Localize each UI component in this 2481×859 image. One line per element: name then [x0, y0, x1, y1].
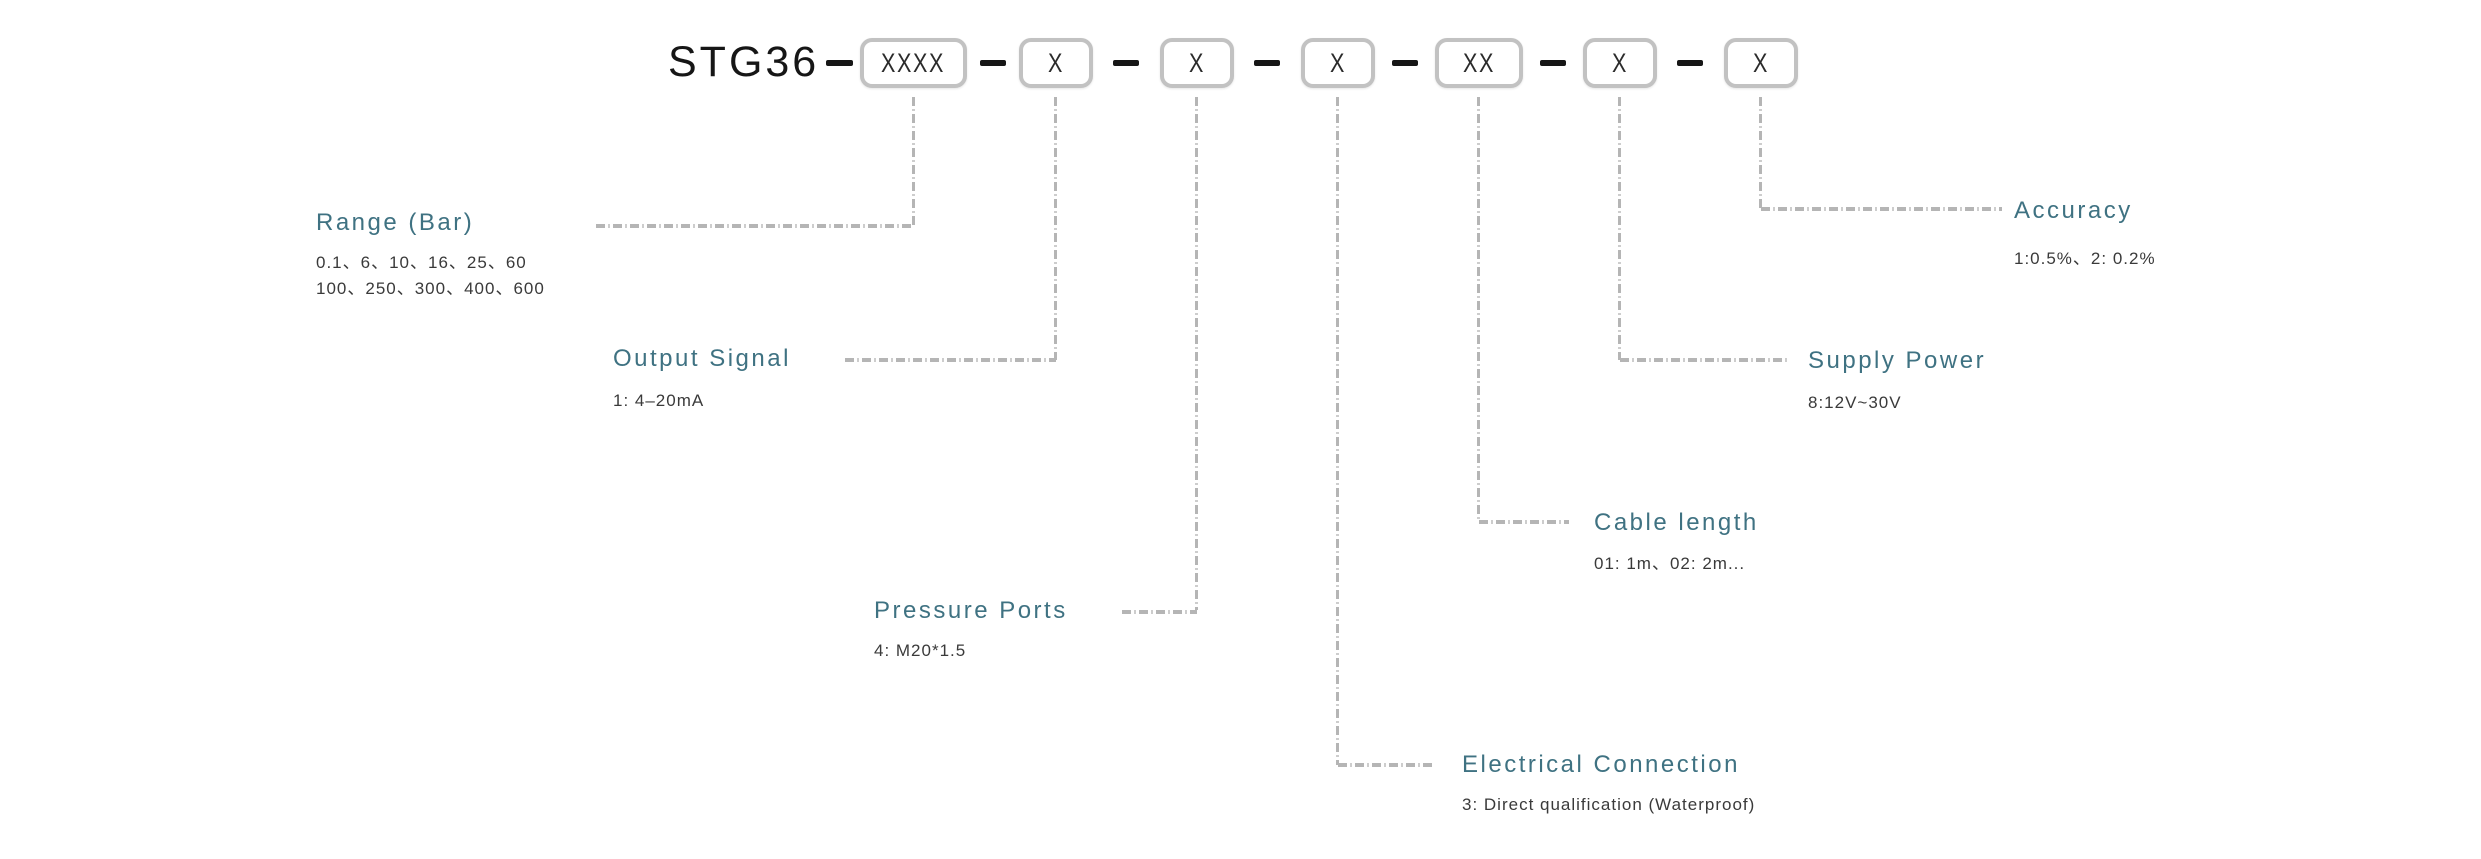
code-separator-dash-1 — [980, 60, 1006, 66]
code-box-range-bar-text: XXXX — [881, 47, 946, 78]
code-separator-dash-6 — [1677, 60, 1703, 66]
leader-vertical-output-signal — [1054, 97, 1057, 360]
code-separator-dash-5 — [1540, 60, 1566, 66]
field-values-range-bar-line1: 0.1、6、10、16、25、60 — [316, 253, 527, 272]
leader-vertical-electrical-connection — [1336, 97, 1339, 765]
product-title: STG36 — [668, 38, 820, 86]
leader-horizontal-supply-power — [1620, 358, 1788, 362]
field-values-range-bar-line2: 100、250、300、400、600 — [316, 279, 545, 298]
leader-vertical-range-bar — [912, 97, 915, 226]
code-box-accuracy-text: X — [1752, 47, 1769, 78]
leader-horizontal-range-bar — [596, 224, 914, 228]
field-label-supply-power: Supply Power — [1808, 347, 1987, 374]
title-dash — [826, 60, 853, 66]
field-values-range-bar: 0.1、6、10、16、25、60 100、250、300、400、600 — [316, 250, 545, 302]
leader-horizontal-electrical-connection — [1338, 763, 1432, 767]
field-values-pressure-ports: 4: M20*1.5 — [874, 641, 967, 660]
field-values-supply-power: 8:12V~30V — [1808, 393, 1902, 412]
field-values-output-signal: 1: 4–20mA — [613, 391, 705, 410]
code-box-supply-power-text: X — [1611, 47, 1628, 78]
leader-vertical-cable-length — [1477, 97, 1480, 522]
code-box-electrical-connection: X — [1301, 38, 1375, 88]
leader-vertical-pressure-ports — [1195, 97, 1198, 610]
code-box-supply-power: X — [1583, 38, 1657, 88]
field-values-accuracy: 1:0.5%、2: 0.2% — [2014, 249, 2156, 268]
field-label-cable-length: Cable length — [1594, 509, 1759, 536]
field-values-electrical-connection: 3: Direct qualification (Waterproof) — [1462, 795, 1756, 814]
code-separator-dash-3 — [1254, 60, 1280, 66]
code-separator-dash-2 — [1113, 60, 1139, 66]
code-separator-dash-4 — [1392, 60, 1418, 66]
code-box-pressure-ports-text: X — [1188, 47, 1205, 78]
code-box-accuracy: X — [1724, 38, 1798, 88]
field-label-accuracy: Accuracy — [2014, 197, 2133, 224]
field-label-pressure-ports: Pressure Ports — [874, 597, 1068, 624]
leader-horizontal-output-signal — [845, 358, 1056, 362]
field-values-cable-length: 01: 1m、02: 2m... — [1594, 554, 1746, 573]
code-box-output-signal: X — [1019, 38, 1093, 88]
leader-vertical-accuracy — [1759, 97, 1762, 209]
code-box-cable-length: XX — [1435, 38, 1523, 88]
leader-horizontal-pressure-ports — [1122, 610, 1197, 614]
field-label-range-bar: Range (Bar) — [316, 209, 475, 236]
field-label-electrical-connection: Electrical Connection — [1462, 751, 1740, 778]
code-box-cable-length-text: XX — [1462, 47, 1496, 78]
field-label-output-signal: Output Signal — [613, 345, 791, 372]
code-box-pressure-ports: X — [1160, 38, 1234, 88]
leader-vertical-supply-power — [1618, 97, 1621, 360]
code-box-output-signal-text: X — [1047, 47, 1064, 78]
code-box-range-bar: XXXX — [860, 38, 967, 88]
leader-horizontal-cable-length — [1479, 520, 1569, 524]
code-box-electrical-connection-text: X — [1329, 47, 1346, 78]
leader-horizontal-accuracy — [1761, 207, 2002, 211]
